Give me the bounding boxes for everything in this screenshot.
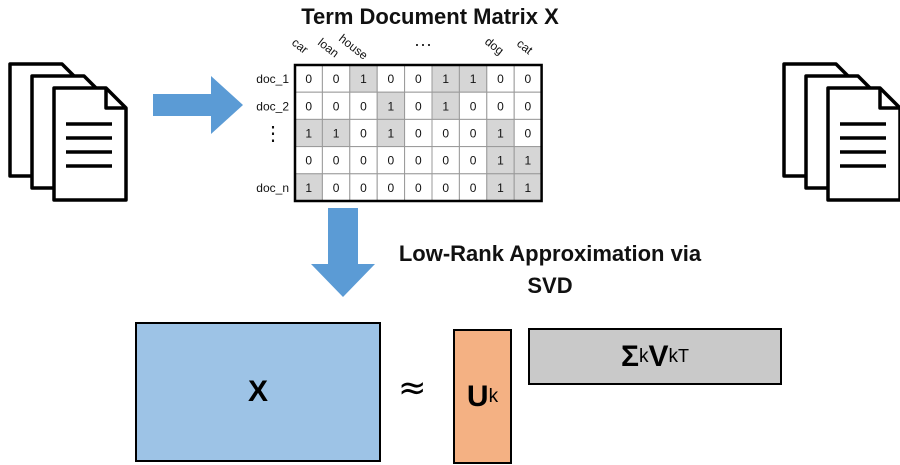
x-matrix-box: X	[135, 322, 381, 462]
documents-output-icon	[782, 62, 900, 202]
matrix-cell-value: 0	[333, 154, 340, 168]
matrix-cell-value: 0	[333, 72, 340, 86]
matrix-cell-value: 1	[525, 154, 532, 168]
matrix-cell-value: 0	[360, 181, 367, 195]
term-label: dog	[482, 34, 506, 57]
approx-symbol: ≈	[398, 368, 427, 408]
matrix-cell-value: 0	[442, 154, 449, 168]
matrix-cell-value: 1	[360, 72, 367, 86]
matrix-cell	[349, 146, 378, 175]
v-subscript: k	[668, 345, 679, 367]
matrix-cell	[513, 91, 543, 120]
matrix-cell-value: 0	[415, 72, 422, 86]
matrix-cell-value: 1	[305, 181, 312, 195]
svd-label: Low-Rank Approximation via SVD	[370, 238, 730, 302]
svd-label-line2: SVD	[527, 273, 573, 298]
v-label: V	[648, 339, 669, 373]
matrix-cell	[349, 173, 378, 202]
matrix-cell	[458, 146, 488, 175]
term-label: car	[289, 35, 311, 56]
u-label: U	[466, 379, 489, 413]
matrix-cell-value: 0	[497, 72, 504, 86]
matrix-cell	[349, 64, 378, 93]
matrix-cell-value: 0	[415, 154, 422, 168]
matrix-cell-value: 1	[442, 99, 449, 113]
doc-label: ⋮	[263, 123, 283, 145]
matrix-cell	[321, 173, 351, 202]
down-arrow-icon	[311, 208, 375, 297]
matrix-cell-value: 1	[388, 127, 395, 141]
matrix-cell	[431, 173, 460, 202]
matrix-cell-value: 0	[470, 154, 477, 168]
matrix-cell-value: 0	[305, 99, 312, 113]
matrix-cell	[431, 146, 460, 175]
matrix-cell-value: 0	[525, 127, 532, 141]
matrix-cell	[376, 91, 406, 120]
matrix-cell-value: 0	[470, 127, 477, 141]
matrix-cell-value: 0	[442, 127, 449, 141]
matrix-cell	[294, 173, 323, 202]
sigma-label: Σ	[620, 339, 639, 373]
matrix-cell-value: 0	[360, 154, 367, 168]
term-label: ···	[414, 34, 432, 54]
matrix-cell-value: 0	[525, 72, 532, 86]
term-document-matrix: 0 0 1 0 0 1 1 0 0 0 0 0 1 0 1 0 0 0 1 1 0 1 0 0 0 1 0 0 0 0 0 0 0 0 1 1 1 0 0 0…	[256, 31, 543, 203]
matrix-cell-value: 0	[525, 99, 532, 113]
doc-label: doc_1	[256, 72, 289, 86]
matrix-cell-value: 1	[497, 181, 504, 195]
matrix-cell	[376, 118, 406, 148]
matrix-cell-value: 0	[360, 99, 367, 113]
matrix-cell-value: 1	[525, 181, 532, 195]
matrix-cell-value: 1	[470, 72, 477, 86]
matrix-cell	[376, 173, 406, 202]
matrix-cell	[404, 146, 433, 175]
matrix-cell-value: 1	[333, 127, 340, 141]
matrix-cell	[458, 91, 488, 120]
matrix-cell-value: 0	[388, 154, 395, 168]
x-label: X	[247, 375, 268, 408]
documents-input-icon	[8, 62, 128, 202]
right-arrow-icon	[153, 76, 243, 134]
matrix-cell-value: 0	[305, 72, 312, 86]
matrix-cell-value: 0	[415, 181, 422, 195]
svd-label-line1: Low-Rank Approximation via	[398, 241, 702, 266]
matrix-cell	[376, 64, 406, 93]
matrix-cell-value: 0	[333, 99, 340, 113]
doc-label: doc_n	[256, 181, 289, 195]
matrix-cell-value: 0	[442, 181, 449, 195]
matrix-cell	[404, 91, 433, 120]
matrix-cell	[513, 173, 543, 202]
u-subscript: k	[488, 385, 499, 407]
term-label: house	[336, 31, 371, 62]
matrix-cell-value: 1	[305, 127, 312, 141]
matrix-border	[293, 63, 543, 203]
matrix-title: Term Document Matrix X	[301, 4, 559, 29]
matrix-cell-value: 0	[388, 181, 395, 195]
matrix-cell-value: 1	[442, 72, 449, 86]
term-label: cat	[514, 36, 536, 57]
matrix-cell-value: 0	[470, 99, 477, 113]
matrix-cell-value: 1	[497, 127, 504, 141]
matrix-cell-value: 0	[415, 127, 422, 141]
matrix-cell	[486, 64, 515, 93]
matrix-cell-value: 0	[360, 127, 367, 141]
matrix-cell-value: 1	[388, 99, 395, 113]
matrix-cell-value: 1	[497, 154, 504, 168]
matrix-cell-value: 0	[497, 99, 504, 113]
matrix-cell	[294, 91, 323, 120]
doc-label: doc_2	[256, 99, 289, 113]
sigma-subscript: k	[639, 345, 649, 367]
matrix-cell-value: 0	[388, 72, 395, 86]
v-superscript: T	[678, 346, 690, 366]
matrix-cell-value: 0	[305, 154, 312, 168]
matrix-cell	[376, 146, 406, 175]
matrix-cell-value: 0	[415, 99, 422, 113]
matrix-cell-value: 0	[333, 181, 340, 195]
matrix-cell	[458, 64, 488, 93]
matrix-cell	[458, 173, 488, 202]
matrix-cell-value: 0	[470, 181, 477, 195]
